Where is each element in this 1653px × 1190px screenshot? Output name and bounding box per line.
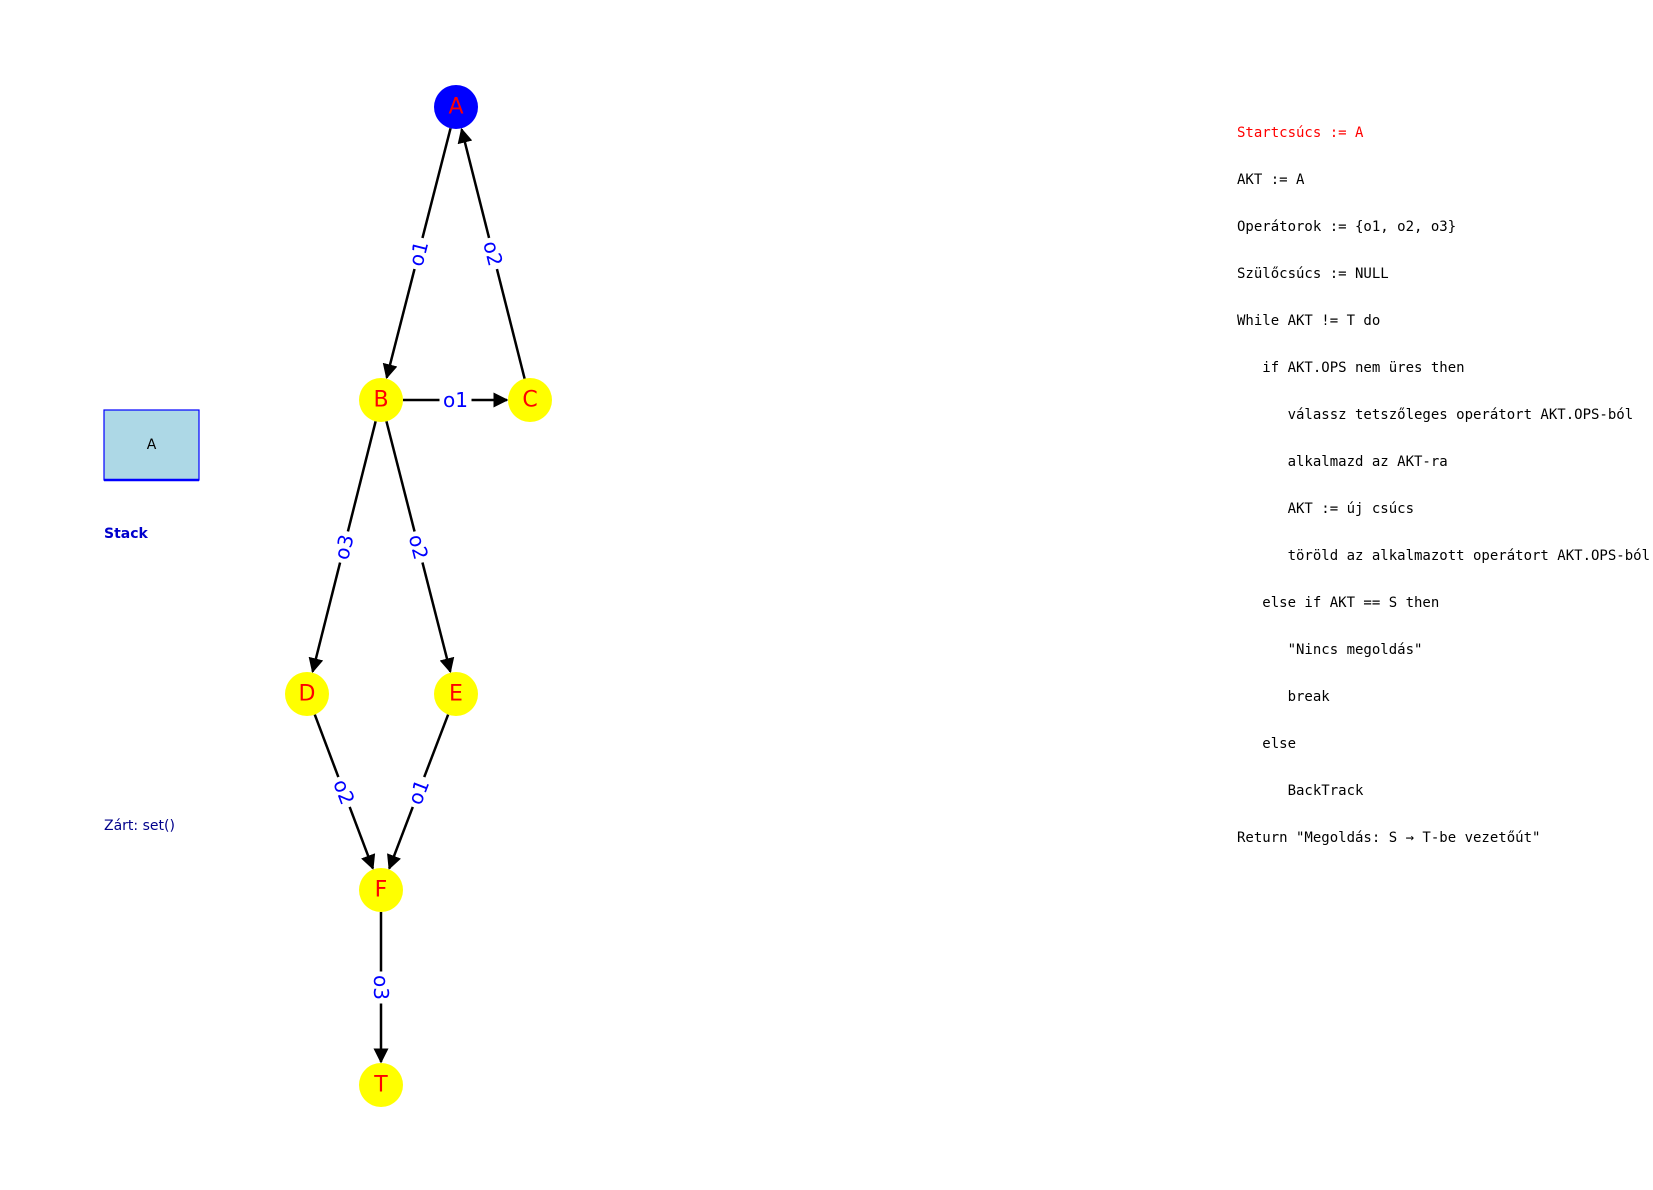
stack-title: Stack xyxy=(104,526,149,542)
stack-item: A xyxy=(103,409,200,481)
code-line: válassz tetszőleges operátort AKT.OPS-bó… xyxy=(1237,407,1633,423)
code-line: BackTrack xyxy=(1237,783,1364,799)
node-circle xyxy=(508,378,552,422)
node-A: A xyxy=(434,85,478,129)
node-F: F xyxy=(359,868,403,912)
code-line: töröld az alkalmazott operátort AKT.OPS-… xyxy=(1237,548,1650,564)
node-label: B xyxy=(373,388,388,413)
code-line: if AKT.OPS nem üres then xyxy=(1237,360,1465,376)
edge-B-E: o2 xyxy=(385,421,455,674)
code-line: alkalmazd az AKT-ra xyxy=(1237,454,1448,470)
pseudocode-panel: Startcsúcs := A AKT := A Operátorok := {o1… xyxy=(1237,125,1650,846)
node-circle xyxy=(285,672,329,716)
node-D: D xyxy=(285,672,329,716)
edge-B-C: o1 xyxy=(403,387,509,413)
node-label: D xyxy=(299,682,316,707)
edge-D-F: o2 xyxy=(313,714,376,870)
node-circle xyxy=(359,868,403,912)
node-circle xyxy=(434,85,478,129)
code-line: else if AKT == S then xyxy=(1237,595,1439,611)
code-line: AKT := új csúcs xyxy=(1237,501,1414,517)
code-line-current: Startcsúcs := A xyxy=(1237,125,1364,141)
code-line: AKT := A xyxy=(1237,172,1305,188)
node-label: C xyxy=(522,388,537,413)
node-circle xyxy=(359,1063,403,1107)
node-label: F xyxy=(375,878,388,903)
code-line: Szülőcsúcs := NULL xyxy=(1237,266,1389,282)
code-line: break xyxy=(1237,689,1330,705)
code-line: Return "Megoldás: S → T-be vezetőút" xyxy=(1237,830,1540,846)
edge-label: o2 xyxy=(404,532,433,562)
edge-label: o1 xyxy=(404,238,433,268)
node-label: A xyxy=(448,95,463,120)
node-B: B xyxy=(359,378,403,422)
stack-item-label: A xyxy=(147,437,157,453)
edge-label: o2 xyxy=(478,238,507,268)
code-line: else xyxy=(1237,736,1296,752)
node-label: T xyxy=(373,1073,388,1098)
code-line: Operátorok := {o1, o2, o3} xyxy=(1237,219,1456,235)
code-line: "Nincs megoldás" xyxy=(1237,642,1422,658)
edge-C-A: o2 xyxy=(457,127,526,379)
node-C: C xyxy=(508,378,552,422)
code-line: While AKT != T do xyxy=(1237,313,1380,329)
node-label: E xyxy=(449,682,463,707)
graph-nodes: A B C D E F T xyxy=(285,85,552,1107)
node-circle xyxy=(359,378,403,422)
edge-label: o3 xyxy=(369,975,393,1000)
node-E: E xyxy=(434,672,478,716)
edge-B-D: o3 xyxy=(308,421,377,674)
edge-E-F: o1 xyxy=(387,714,450,870)
edge-label: o1 xyxy=(443,388,468,412)
edge-label: o3 xyxy=(329,532,358,562)
node-circle xyxy=(434,672,478,716)
closed-set-text: Zárt: set() xyxy=(104,818,175,834)
edge-A-B: o1 xyxy=(382,128,452,380)
edge-F-T: o3 xyxy=(368,912,394,1064)
node-T: T xyxy=(359,1063,403,1107)
